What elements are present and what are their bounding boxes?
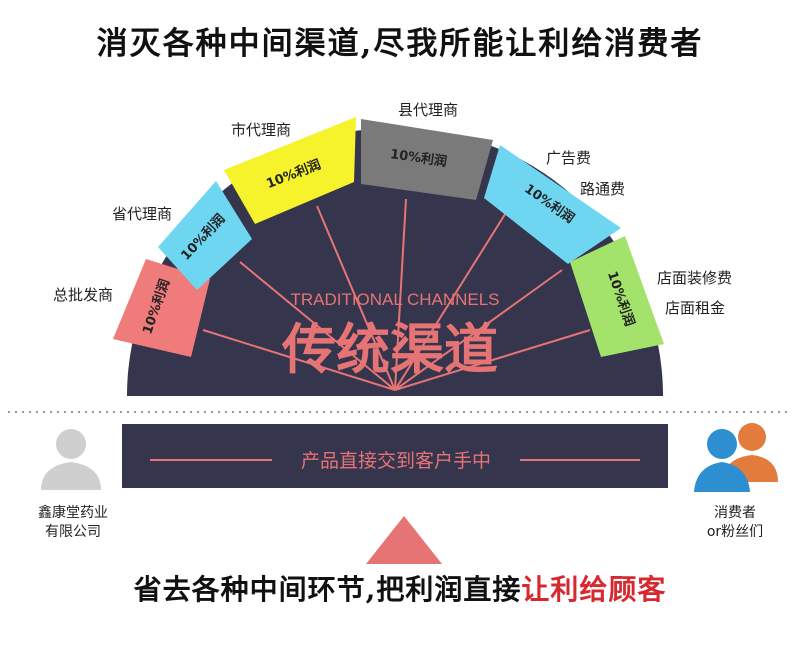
- tier-name-0: 总批发商: [53, 286, 114, 304]
- people-icon: [694, 423, 778, 492]
- segment-shape: [158, 181, 252, 290]
- tier-name-2: 市代理商: [231, 121, 292, 139]
- headline-bottom: 省去各种中间环节,把利润直接让利给顾客: [0, 568, 800, 608]
- arc-english-title: TRADITIONAL CHANNELS: [290, 290, 499, 309]
- seller-line1: 鑫康堂药业: [38, 505, 108, 521]
- tier-name-1: 省代理商: [112, 205, 173, 223]
- tier-name-5b: 店面租金: [665, 299, 726, 317]
- person-icon: [41, 429, 101, 490]
- headline-bottom-prefix: 省去各种中间环节,把利润直接: [133, 573, 522, 606]
- tier-name-4b: 路通费: [580, 180, 626, 198]
- segment-shape: [570, 236, 664, 357]
- tier-segment-1: 10%利润: [158, 181, 252, 290]
- consumer-line1: 消费者: [714, 505, 756, 521]
- segment-shape: [224, 117, 356, 224]
- tier-name-5: 店面装修费: [657, 269, 733, 287]
- headline-top: 消灭各种中间渠道,尽我所能让利给消费者: [96, 26, 704, 62]
- triangle-marker: [366, 516, 442, 564]
- segment-profit: 10%利润: [389, 146, 448, 170]
- consumer-line2: or粉丝们: [706, 524, 764, 540]
- segment-shape: [361, 119, 493, 200]
- radial-line: [394, 210, 508, 391]
- seller-line2: 有限公司: [45, 524, 101, 540]
- radial-line: [394, 198, 407, 391]
- tier-name-4: 广告费: [546, 149, 592, 167]
- radial-line: [316, 205, 396, 391]
- segment-shape: [484, 145, 621, 264]
- headline-bottom-accent: 让利给顾客: [521, 573, 667, 606]
- seller-caption: 鑫康堂药业 有限公司: [18, 504, 128, 542]
- segment-shape: [113, 259, 210, 357]
- tier-segment-2: 10%利润: [224, 117, 356, 224]
- bar-text: 产品直接交到客户手中: [301, 450, 491, 472]
- radial-lines: [202, 198, 591, 391]
- consumer-caption: 消费者 or粉丝们: [680, 504, 790, 542]
- tier-name-3: 县代理商: [398, 101, 459, 119]
- tier-segment-3: 10%利润: [361, 119, 493, 200]
- arc-chinese-title: 传统渠道: [281, 318, 498, 381]
- radial-line: [202, 329, 396, 391]
- radial-line: [394, 329, 591, 391]
- radial-line: [239, 261, 396, 391]
- direct-delivery-bar: [122, 424, 668, 488]
- tier-segment-5: 10%利润: [570, 236, 664, 357]
- radial-line: [394, 269, 563, 391]
- tier-segment-0: 10%利润: [113, 259, 210, 357]
